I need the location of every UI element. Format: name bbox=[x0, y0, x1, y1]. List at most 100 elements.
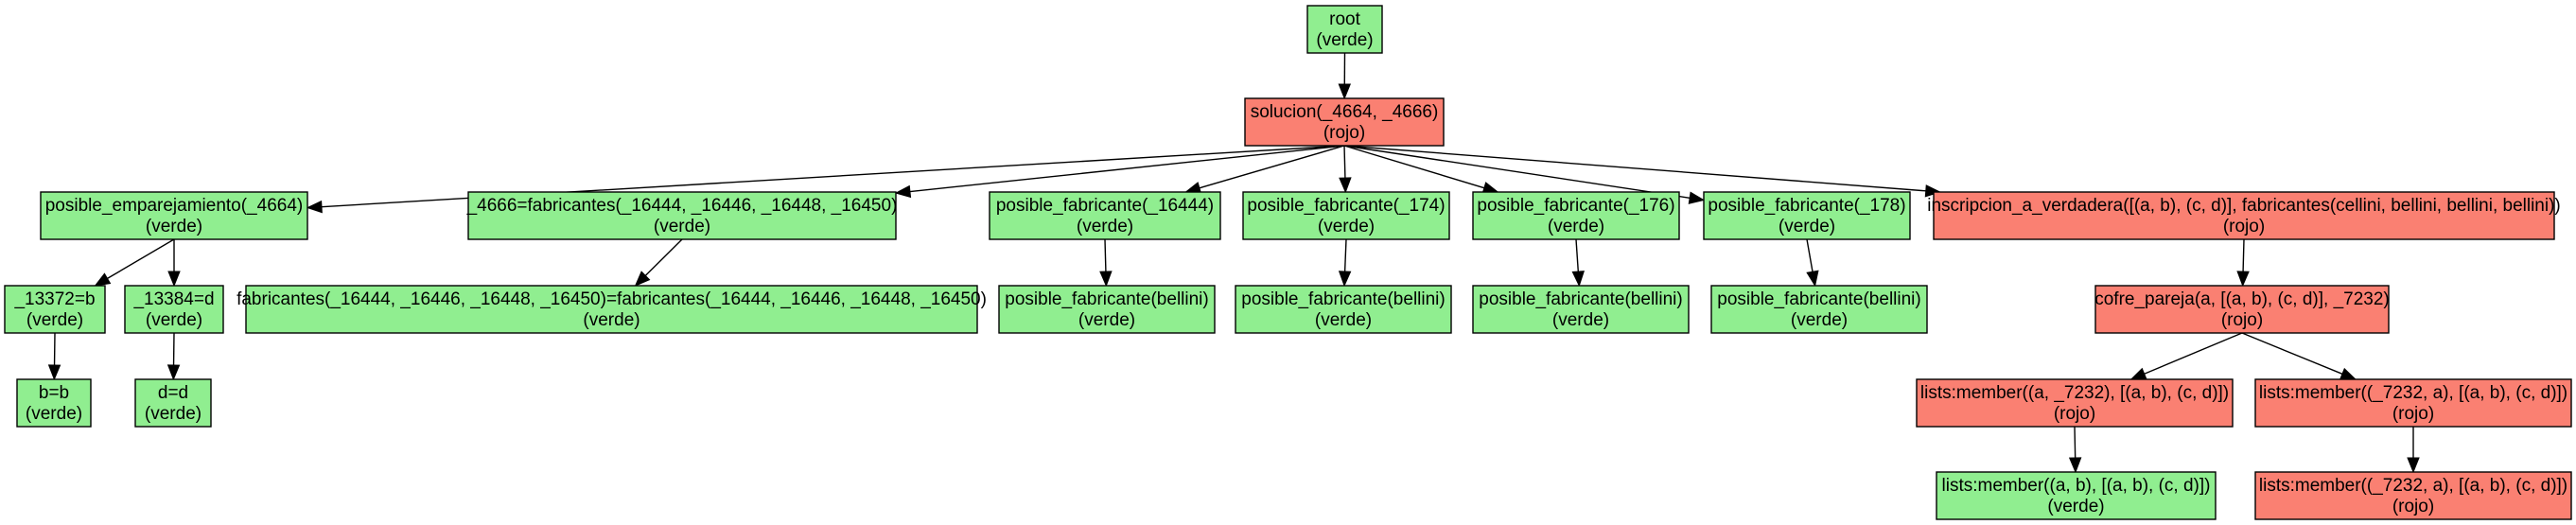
node-label: fabricantes(_16444, _16446, _16448, _164… bbox=[237, 289, 987, 309]
arrowhead-icon bbox=[2236, 271, 2250, 288]
node-status: (verde) bbox=[146, 217, 202, 236]
node-label: posible_fabricante(bellini) bbox=[1005, 289, 1208, 309]
node-label: posible_emparejamiento(_4664) bbox=[45, 196, 304, 216]
node-status: (rojo) bbox=[1323, 123, 1365, 143]
node-status: (verde) bbox=[26, 310, 83, 330]
node-box bbox=[134, 378, 212, 428]
edge-pf_174-to-pf_bellini_2 bbox=[1338, 238, 1352, 288]
arrowhead-icon bbox=[894, 184, 912, 199]
node-eq_13384: _13384=d(verde) bbox=[124, 285, 224, 334]
node-inscripcion: inscripcion_a_verdadera([(a, b), (c, d)]… bbox=[1927, 191, 2561, 240]
edge-line bbox=[644, 238, 683, 276]
edge-inscripcion-to-cofre bbox=[2236, 238, 2250, 288]
edge-pf_178-to-pf_bellini_4 bbox=[1806, 238, 1819, 288]
edge-pf_176-to-pf_bellini_3 bbox=[1571, 238, 1585, 288]
edge-line bbox=[1806, 238, 1814, 272]
node-box bbox=[1710, 285, 1928, 334]
node-fab_eq: fabricantes(_16444, _16446, _16448, _164… bbox=[237, 285, 987, 334]
edge-member_7232_a-to-member_7232_a_2 bbox=[2407, 427, 2420, 474]
arrowhead-icon bbox=[634, 271, 651, 287]
node-label: root bbox=[1329, 9, 1360, 29]
node-label: d=d bbox=[158, 383, 188, 403]
edge-eq_fabricantes-to-fab_eq bbox=[634, 238, 683, 287]
arrowhead-icon bbox=[1571, 271, 1585, 288]
edges-layer bbox=[47, 52, 2420, 474]
arrowhead-icon bbox=[47, 364, 61, 381]
node-status: (rojo) bbox=[2223, 217, 2265, 236]
node-box bbox=[2254, 471, 2572, 520]
edge-line bbox=[1104, 238, 1107, 272]
node-status: (verde) bbox=[146, 310, 202, 330]
node-pf_bellini_1: posible_fabricante(bellini)(verde) bbox=[998, 285, 1216, 334]
arrowhead-icon bbox=[1688, 191, 1706, 204]
edge-line bbox=[1343, 145, 1485, 189]
node-box bbox=[40, 191, 308, 240]
edge-line bbox=[2242, 238, 2245, 272]
node-box bbox=[124, 285, 224, 334]
node-box bbox=[1703, 191, 1911, 240]
edge-posible_emparejamiento-to-eq_13372 bbox=[94, 238, 175, 287]
node-cofre: cofre_pareja(a, [(a, b), (c, d)], _7232)… bbox=[2094, 285, 2390, 334]
edge-line bbox=[107, 238, 175, 280]
node-pf_bellini_2: posible_fabricante(bellini)(verde) bbox=[1235, 285, 1452, 334]
node-label: solucion(_4664, _4666) bbox=[1251, 102, 1439, 122]
arrowhead-icon bbox=[1338, 271, 1352, 288]
edge-line bbox=[1343, 145, 1691, 199]
node-status: (verde) bbox=[1316, 30, 1373, 50]
arrowhead-icon bbox=[2339, 367, 2357, 380]
node-box bbox=[16, 378, 92, 428]
node-pf_176: posible_fabricante(_176)(verde) bbox=[1472, 191, 1680, 240]
arrowhead-icon bbox=[2068, 457, 2082, 474]
arrowhead-icon bbox=[1924, 184, 1942, 198]
node-status: (verde) bbox=[1791, 310, 1848, 330]
edge-line bbox=[1343, 145, 1346, 179]
arrowhead-icon bbox=[167, 271, 181, 288]
node-label: _13384=d bbox=[132, 289, 214, 309]
node-member_a_7232: lists:member((a, _7232), [(a, b), (c, d)… bbox=[1916, 378, 2234, 428]
edge-eq_13372-to-b_eq_b bbox=[47, 332, 61, 381]
node-status: (rojo) bbox=[2221, 310, 2263, 330]
node-label: cofre_pareja(a, [(a, b), (c, d)], _7232) bbox=[2094, 289, 2390, 309]
node-eq_13372: _13372=b(verde) bbox=[4, 285, 106, 334]
node-label: posible_fabricante(_176) bbox=[1477, 196, 1674, 216]
node-status: (verde) bbox=[145, 404, 202, 424]
edge-root-to-solucion bbox=[1338, 52, 1352, 100]
edge-line bbox=[1575, 238, 1579, 272]
node-d_eq_d: d=d(verde) bbox=[134, 378, 212, 428]
node-label: posible_fabricante(bellini) bbox=[1717, 289, 1920, 309]
node-box bbox=[989, 191, 1221, 240]
edge-line bbox=[909, 145, 1345, 193]
node-status: (verde) bbox=[583, 310, 640, 330]
node-box bbox=[1933, 191, 2555, 240]
node-member_a_b: lists:member((a, b), [(a, b), (c, d)])(v… bbox=[1936, 471, 2217, 520]
node-pf_16444: posible_fabricante(_16444)(verde) bbox=[989, 191, 1221, 240]
node-eq_fabricantes: _4666=fabricantes(_16444, _16446, _16448… bbox=[466, 191, 897, 240]
edge-solucion-to-pf_176 bbox=[1343, 145, 1499, 194]
edge-cofre-to-member_a_7232 bbox=[2129, 332, 2243, 380]
edge-line bbox=[2241, 332, 2343, 375]
node-b_eq_b: b=b(verde) bbox=[16, 378, 92, 428]
node-label: posible_fabricante(_174) bbox=[1247, 196, 1445, 216]
node-member_7232_a_2: lists:member((_7232, a), [(a, b), (c, d)… bbox=[2254, 471, 2572, 520]
edge-pf_16444-to-pf_bellini_1 bbox=[1099, 238, 1113, 288]
arrowhead-icon bbox=[1339, 177, 1352, 194]
node-solucion: solucion(_4664, _4666)(rojo) bbox=[1244, 97, 1445, 147]
arrowhead-icon bbox=[1806, 270, 1819, 288]
node-label: inscripcion_a_verdadera([(a, b), (c, d)]… bbox=[1927, 196, 2561, 216]
node-status: (rojo) bbox=[2054, 404, 2095, 424]
node-posible_emparejamiento: posible_emparejamiento(_4664)(verde) bbox=[40, 191, 308, 240]
node-box bbox=[1472, 285, 1690, 334]
node-label: posible_fabricante(_178) bbox=[1708, 196, 1905, 216]
node-label: lists:member((a, b), [(a, b), (c, d)]) bbox=[1942, 476, 2211, 496]
arrowhead-icon bbox=[2129, 367, 2147, 380]
node-status: (verde) bbox=[1548, 217, 1604, 236]
node-label: lists:member((a, _7232), [(a, b), (c, d)… bbox=[1920, 383, 2229, 403]
edge-line bbox=[1199, 145, 1345, 189]
edge-line bbox=[1343, 238, 1347, 272]
node-box bbox=[1235, 285, 1452, 334]
edge-line bbox=[1343, 145, 1926, 192]
node-label: posible_fabricante(bellini) bbox=[1479, 289, 1682, 309]
node-status: (verde) bbox=[1077, 217, 1133, 236]
node-box bbox=[1244, 97, 1445, 147]
